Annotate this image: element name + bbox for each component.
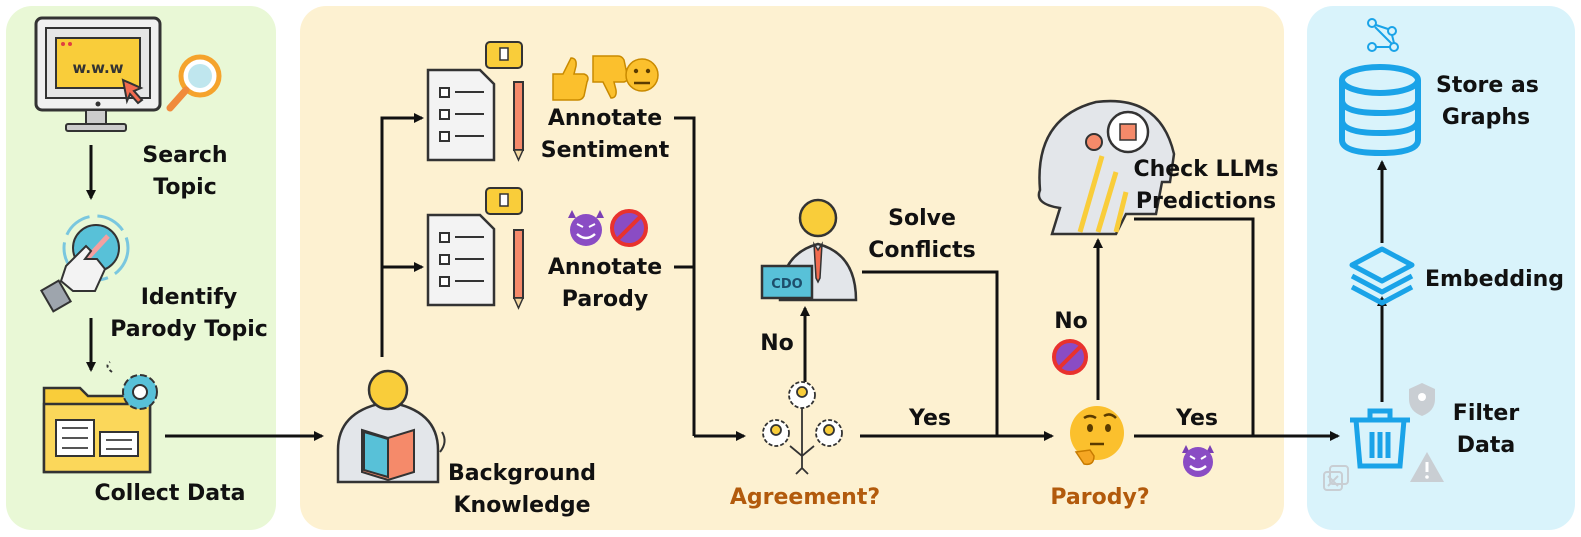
- line-sentiment-out: [674, 116, 696, 436]
- close-square-icon: [1323, 465, 1349, 491]
- line-conflicts-out: [862, 270, 999, 436]
- agreement-label: Agreement?: [729, 485, 881, 510]
- cdo-icon-text: CDO: [771, 277, 802, 292]
- line-llm-out: [1134, 217, 1255, 436]
- devil-small-icon: [1182, 445, 1214, 477]
- collect-data-label: Collect Data: [94, 481, 246, 506]
- store-panel: [1307, 6, 1575, 530]
- parody-question-label: Parody?: [1050, 485, 1150, 510]
- neutral-face-icon: [625, 58, 659, 92]
- hand-touch-icon: [39, 214, 130, 313]
- folder-gear-icon: [42, 361, 158, 474]
- thinking-face-icon: [1070, 406, 1124, 466]
- shield-lock-icon: [1409, 383, 1435, 416]
- layers-icon: [1349, 246, 1415, 306]
- connectors: [86, 113, 1387, 441]
- team-agreement-icon: [762, 381, 843, 475]
- monitor-icon: w.w.w: [34, 16, 162, 132]
- edge-no-agreement: No: [760, 331, 794, 356]
- database-icon: [1339, 64, 1421, 157]
- edge-no-parody: No: [1054, 309, 1088, 334]
- www-icon-text: w.w.w: [72, 59, 123, 77]
- document-sentiment-icon: [426, 41, 525, 162]
- devil-face-icon: [568, 210, 604, 246]
- document-parody-icon: [426, 187, 525, 310]
- ai-head-icon: [1037, 99, 1176, 236]
- warning-icon: [1410, 452, 1444, 482]
- no-devil-icon: [610, 209, 648, 247]
- magnifier-icon: [166, 54, 222, 112]
- edge-yes-parody: Yes: [1176, 406, 1218, 431]
- trash-icon: [1350, 408, 1410, 469]
- reader-icon: [336, 369, 446, 484]
- embedding-label: Embedding: [1424, 267, 1565, 292]
- no-devil-small-icon: [1052, 339, 1088, 375]
- thumbs-up-icon: [552, 57, 589, 101]
- thumbs-down-icon: [592, 55, 629, 99]
- arrow-knowledge-to-sentiment: [380, 113, 424, 357]
- edge-yes-agreement: Yes: [909, 406, 951, 431]
- cdo-person-icon: CDO: [760, 198, 858, 302]
- graph-network-icon: [1367, 18, 1399, 52]
